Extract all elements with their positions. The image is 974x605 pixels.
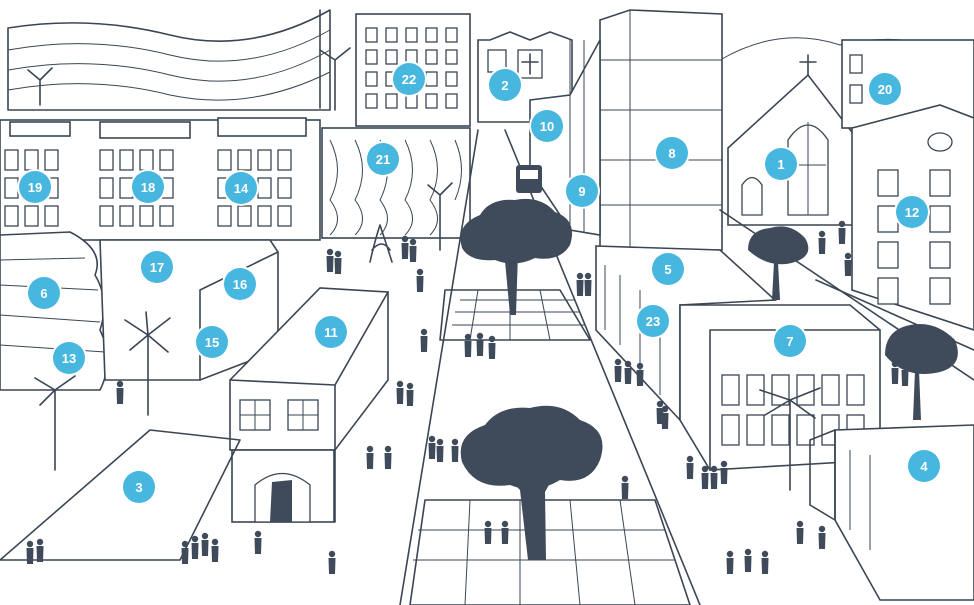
map-marker-4[interactable]: 4: [908, 450, 940, 482]
palm-trees: [27, 47, 821, 491]
building-6-13: [0, 231, 109, 391]
map-marker-6[interactable]: 6: [28, 277, 60, 309]
map-marker-11[interactable]: 11: [315, 316, 347, 348]
map-marker-14[interactable]: 14: [225, 172, 257, 204]
wavy-building: [7, 9, 331, 111]
map-marker-20[interactable]: 20: [869, 73, 901, 105]
map-marker-12[interactable]: 12: [896, 196, 928, 228]
map-marker-8[interactable]: 8: [656, 137, 688, 169]
map-marker-1[interactable]: 1: [765, 148, 797, 180]
map-marker-19[interactable]: 19: [19, 171, 51, 203]
map-marker-17[interactable]: 17: [141, 251, 173, 283]
map-marker-15[interactable]: 15: [196, 326, 228, 358]
map-marker-13[interactable]: 13: [53, 342, 85, 374]
map-marker-18[interactable]: 18: [132, 171, 164, 203]
tree-right: [748, 226, 809, 300]
map-marker-10[interactable]: 10: [531, 110, 563, 142]
building-21: [321, 127, 471, 239]
large-tree-lower: [460, 405, 603, 560]
building-8: [599, 9, 723, 251]
church-1: [727, 54, 859, 226]
map-marker-7[interactable]: 7: [774, 325, 806, 357]
map-marker-9[interactable]: 9: [566, 175, 598, 207]
map-marker-3[interactable]: 3: [123, 471, 155, 503]
building-4: [809, 424, 974, 601]
tree-far-right: [885, 324, 958, 420]
map-marker-22[interactable]: 22: [393, 63, 425, 95]
map-marker-16[interactable]: 16: [224, 268, 256, 300]
sculpture: [369, 224, 393, 263]
map-marker-23[interactable]: 23: [637, 305, 669, 337]
map-marker-2[interactable]: 2: [489, 69, 521, 101]
large-tree-upper: [460, 198, 573, 315]
map-marker-21[interactable]: 21: [367, 143, 399, 175]
pedestrians: [26, 220, 909, 574]
building-11: [229, 287, 389, 523]
map-marker-5[interactable]: 5: [652, 253, 684, 285]
building-7: [679, 304, 881, 471]
bus: [516, 165, 542, 193]
